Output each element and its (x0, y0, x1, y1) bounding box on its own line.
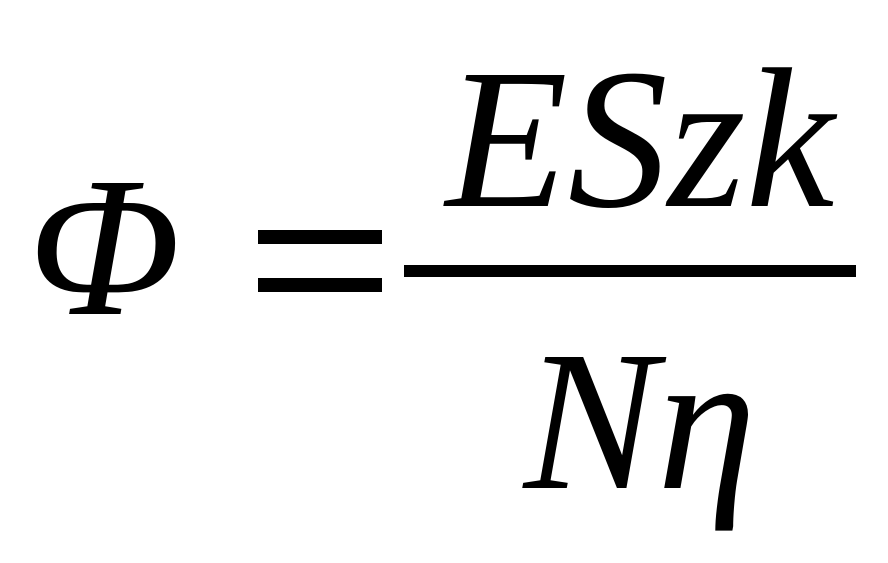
equals-sign (258, 220, 382, 300)
formula-lhs: Φ (28, 137, 181, 358)
fraction-numerator: ESzk (445, 29, 835, 250)
fraction-denominator: Nη (523, 311, 757, 532)
equals-bar-bottom (258, 278, 382, 292)
equals-bar-top (258, 230, 382, 244)
fraction-bar (404, 265, 856, 277)
